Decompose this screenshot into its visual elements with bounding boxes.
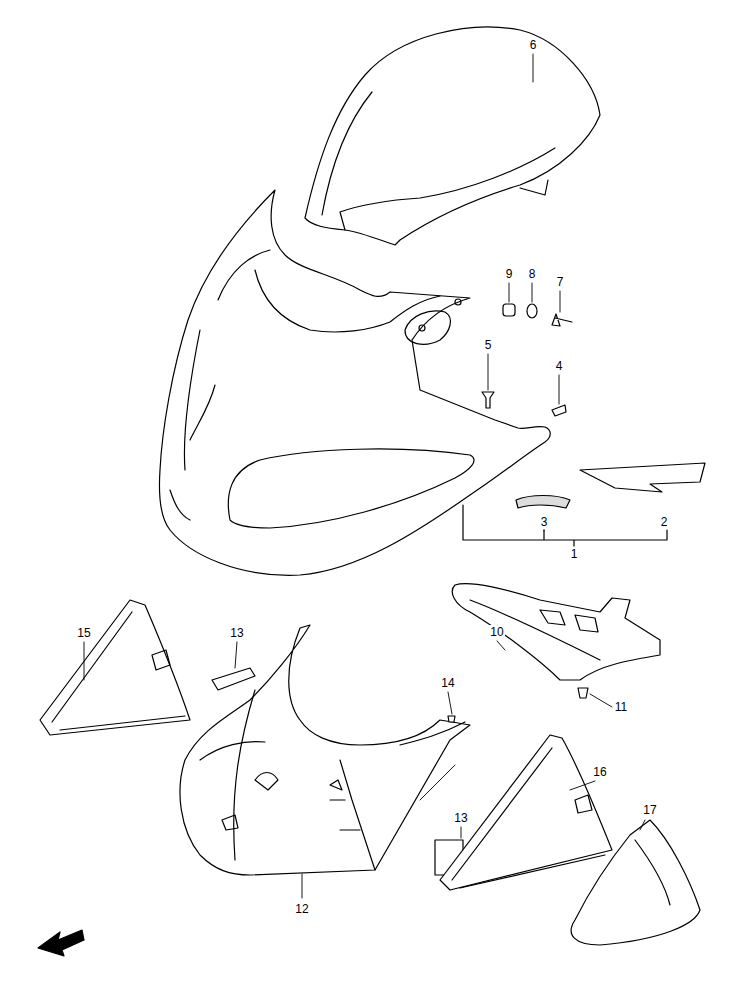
windscreen-tab: [520, 180, 548, 195]
callout-number: 15: [76, 626, 91, 640]
side-panel-left: [40, 600, 190, 735]
inner-panel: [452, 584, 660, 680]
cowl-hole: [419, 325, 425, 331]
screw: [482, 392, 494, 408]
side-panel-edge: [52, 612, 185, 730]
cowl-panel-line: [255, 270, 440, 332]
callout-number: 8: [528, 267, 537, 281]
callout-number: 16: [592, 765, 607, 779]
lower-cowl: [180, 625, 470, 875]
decal: [580, 463, 705, 492]
lower-cowl-detail: [200, 690, 375, 870]
washer: [527, 304, 537, 318]
clip: [578, 688, 588, 698]
side-panel-edge: [452, 748, 605, 888]
callout-number: 4: [555, 359, 564, 373]
callout-number: 2: [660, 515, 669, 529]
side-panel-right: [440, 735, 612, 890]
callout-number: 14: [440, 676, 455, 690]
decal: [212, 668, 255, 690]
callout-number: 10: [489, 625, 504, 639]
grommet: [503, 304, 515, 316]
windscreen: [305, 27, 600, 245]
callout-number: 5: [484, 338, 493, 352]
lower-cowl-edge: [400, 722, 465, 745]
group-bracket: [463, 505, 667, 546]
callout-number: 13: [229, 626, 244, 640]
end-panel-edge: [635, 840, 670, 905]
side-vent: [228, 449, 474, 528]
clip: [448, 716, 455, 722]
panel-hole: [575, 795, 592, 813]
callout-number: 9: [505, 267, 514, 281]
callout-number: 6: [529, 38, 538, 52]
inner-cowl-curve: [190, 250, 270, 440]
callout-number: 13: [453, 811, 468, 825]
windscreen-edge: [322, 92, 555, 230]
callout-number: 12: [294, 902, 309, 916]
forward-arrow: [38, 930, 84, 956]
callout-number: 11: [614, 700, 628, 714]
leader-line: [84, 54, 645, 898]
cowl-hole: [455, 299, 461, 305]
screw: [552, 314, 572, 326]
panel-hole: [152, 650, 170, 670]
callout-number: 1: [570, 547, 579, 561]
end-panel: [571, 820, 700, 945]
emblem: [516, 496, 570, 509]
cowl-panel-line: [170, 330, 200, 520]
callout-number: 7: [556, 275, 565, 289]
callout-number: 17: [642, 803, 657, 817]
inner-panel-detail: [470, 600, 600, 660]
upper-cowl: [159, 190, 550, 575]
mirror-mount: [405, 311, 450, 344]
panel-hole: [222, 773, 342, 831]
callout-number: 3: [540, 515, 549, 529]
screw: [552, 405, 566, 416]
